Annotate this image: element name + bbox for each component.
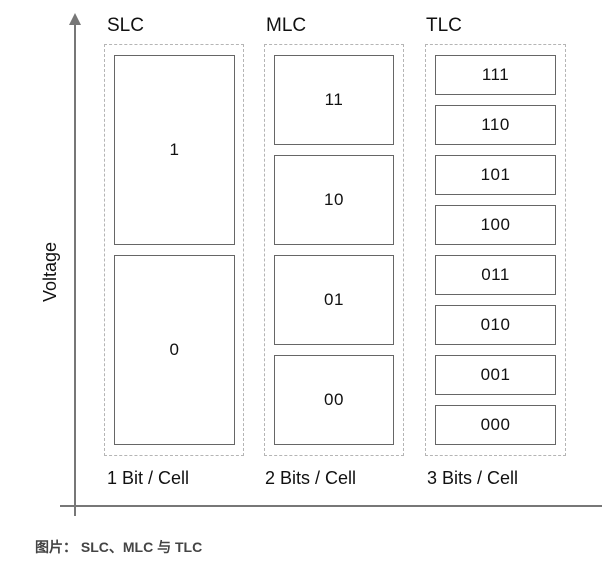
mlc-level-cell: 10 — [274, 155, 394, 245]
y-axis-arrow-icon — [69, 13, 81, 25]
figure-caption: 图片： SLC、MLC 与 TLC — [35, 539, 203, 555]
tlc-level-cell: 011 — [435, 255, 556, 295]
tlc-level-cell: 001 — [435, 355, 556, 395]
tlc-level-cell: 111 — [435, 55, 556, 95]
tlc-level-cell: 110 — [435, 105, 556, 145]
mlc-group — [264, 44, 404, 456]
x-axis-line — [60, 505, 602, 507]
tlc-level-cell: 101 — [435, 155, 556, 195]
mlc-level-cell: 11 — [274, 55, 394, 145]
tlc-level-cell: 000 — [435, 405, 556, 445]
slc-title: SLC — [107, 15, 144, 36]
slc-group — [104, 44, 244, 456]
mlc-title: MLC — [266, 15, 307, 36]
slc-level-cell: 1 — [114, 55, 235, 245]
slc-bits-label: 1 Bit / Cell — [107, 468, 190, 488]
tlc-title: TLC — [426, 15, 462, 36]
tlc-level-cell: 010 — [435, 305, 556, 345]
mlc-bits-label: 2 Bits / Cell — [265, 468, 357, 488]
slc-level-cell: 0 — [114, 255, 235, 445]
tlc-bits-label: 3 Bits / Cell — [427, 468, 519, 488]
mlc-level-cell: 01 — [274, 255, 394, 345]
tlc-level-cell: 100 — [435, 205, 556, 245]
mlc-level-cell: 00 — [274, 355, 394, 445]
tlc-group — [425, 44, 566, 456]
y-axis-label: Voltage — [40, 241, 60, 303]
y-axis-line — [74, 20, 76, 516]
